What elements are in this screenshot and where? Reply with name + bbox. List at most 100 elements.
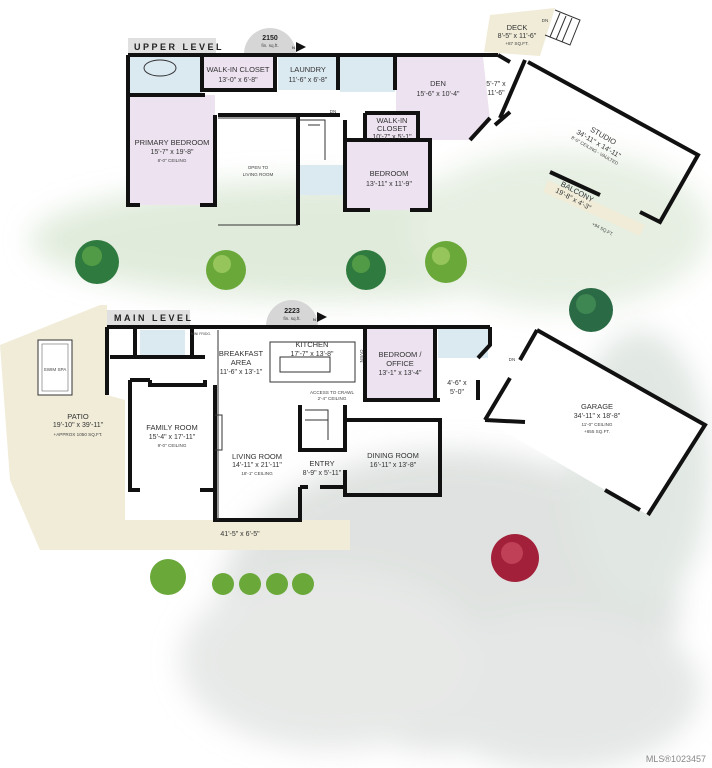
bathtub-icon [143,59,177,77]
swim-spa [37,339,73,396]
room-note: 9'-0" CEILING [158,443,187,448]
room-dim: 10'-7" x 5'-1" [372,134,412,141]
walk-in-closet [203,57,275,90]
room-dim: 11'-6" [487,90,505,97]
room-name: CLOSET [377,124,407,133]
room-dim: 13'-1" x 13'-4" [378,370,422,377]
room-name: KITCHEN [296,340,329,349]
room-note: +87 SQ.FT. [505,41,528,46]
room-name: SWIM SPA [44,367,68,372]
room-name: DECK [507,23,528,32]
room-note: 11'-0" CEILING [581,422,612,427]
room-name: LAUNDRY [290,65,326,74]
room-dim: 5'-7" x [486,81,506,88]
oven-label: OVEN [359,349,364,362]
room-dim: 34'-11" x 18'-8" [574,413,621,420]
garage [485,330,705,515]
room-note: 18'-1" CEILING [241,471,273,476]
north-arrow-icon [296,42,306,52]
upper-level-title: UPPER LEVEL [134,42,224,52]
balcony [543,180,645,236]
patio [0,305,350,550]
room-dim: 15'-6" x 10'-4" [416,91,460,98]
primary-bedroom [130,95,215,205]
main-level-title: MAIN LEVEL [114,313,194,323]
shrub-icon [266,573,288,595]
room-name: WALK-IN CLOSET [206,65,269,74]
trees [75,240,613,595]
shrub-icon [292,573,314,595]
stairs-icon [305,409,329,440]
porch-dim: 41'-5" x 6'-5" [220,531,260,538]
room-dim: 5'-0" [450,389,464,396]
main-sqft: 2223 [284,308,300,315]
main-sqft-unit: fin. sq.ft. [283,316,300,321]
room-name: OFFICE [386,359,414,368]
deck-dn-label: DN [542,18,549,23]
room-dim: 11'-6" x 13'-1" [220,369,263,376]
deck-stairs-icon [544,9,581,46]
room-name: GARAGE [581,402,613,411]
room-name: BREAKFAST [219,349,264,358]
room-name: OPEN TO [248,165,269,170]
walk-in-closet-2 [366,113,416,140]
level-label-bg [107,310,190,325]
room-dim: 15'-4" x 17'-11" [149,434,196,441]
room-name: BEDROOM / [379,350,423,359]
room-note: +655 SQ.FT. [584,429,610,434]
north-label: N [313,317,316,322]
mls-number: MLS®1023457 [645,754,706,764]
room-name: PATIO [67,412,89,421]
mini-fridge-label: MINI FRIDG. [191,332,211,336]
sqft-badge [266,300,318,326]
bath-2 [300,165,345,195]
room-name: FAMILY ROOM [146,423,197,432]
room-note: +APPROX 1050 SQ.FT. [54,432,103,437]
office-ensuite [438,328,488,358]
room-dim: 17'-7" x 13'-8" [290,351,334,358]
main-bath [140,330,185,358]
stairs-dn-label: DN [330,109,337,114]
deck [484,8,555,56]
upper-bath [340,57,395,92]
primary-ensuite [130,57,202,95]
main-level: MAIN LEVEL 2223 fin. sq.ft. N SWIM SPA P… [0,300,708,550]
room-name: BEDROOM [370,169,409,178]
room-dim: 11'-6" x 6'-8" [289,77,328,84]
laundry [278,57,338,90]
crawl-ceiling-note: 2'-4" CEILING [318,396,347,401]
bedroom-office [365,328,435,400]
shrub-icon [150,559,186,595]
room-dim: 13'-0" x 6'-8" [218,77,258,84]
room-name: PRIMARY BEDROOM [135,138,210,147]
room-dim: 4'-6" x [447,380,467,387]
room-name: DINING ROOM [367,451,419,460]
upper-sqft-unit: fin. sq.ft. [261,43,278,48]
room-dim: 14'-11" x 21'-11" [232,462,282,469]
room-dim: 19'-10" x 39'-11" [53,422,104,429]
shrub-icon [239,573,261,595]
room-name: WALK-IN [377,116,408,125]
room-dim: 13'-11" x 11'-9" [366,181,412,188]
room-note: 8'-0" CEILING [158,158,187,163]
room-name: AREA [231,358,251,367]
shrub-icon [212,573,234,595]
bedroom [345,140,430,210]
room-dim: 16'-11" x 13'-8" [370,462,417,469]
level-label-bg [128,38,216,54]
room-name: DEN [430,79,446,88]
garage-dn-label: DN [509,357,516,362]
north-arrow-icon [317,312,327,322]
upper-sqft: 2150 [262,35,278,42]
crawl-access-label: ACCESS TO CRAWL [310,390,355,395]
sqft-badge [244,28,296,54]
upper-level: UPPER LEVEL 2150 fin. sq.ft. N WALK-IN C… [126,8,701,237]
room-name: LIVING ROOM [243,172,274,177]
room-dim: 15'-7" x 19'-8" [150,149,194,156]
room-dim: 8'-5" x 11'-6" [498,33,537,40]
north-label: N [292,45,295,50]
room-name: LIVING ROOM [232,452,282,461]
room-name: ENTRY [309,459,334,468]
